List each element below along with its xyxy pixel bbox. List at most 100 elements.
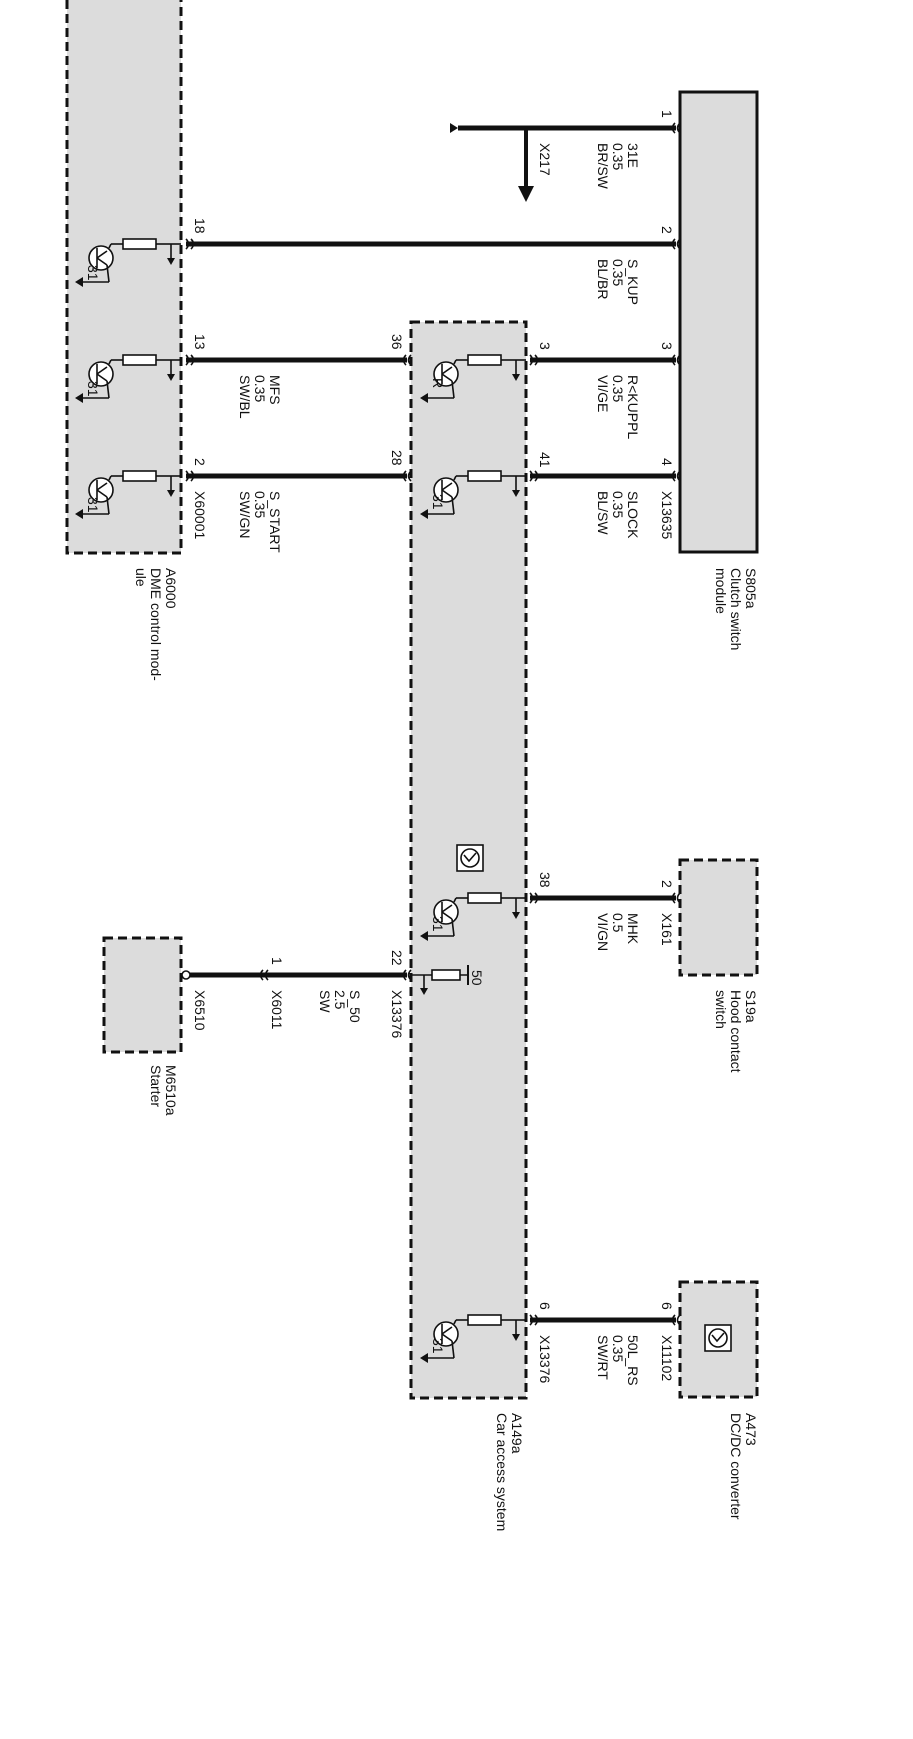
ground-label-cas-3: 31	[430, 916, 446, 932]
pin-cas-41: 41	[537, 452, 553, 468]
wire-label-s-kup-l3: BL/BR	[595, 259, 611, 299]
label-s805a-id: S805a	[743, 568, 759, 609]
wire-label-slock: SLOCK 0.35 BL/SW	[595, 491, 641, 539]
label-a473-id: A473	[743, 1413, 759, 1446]
label-s805a: S805a Clutch switch module	[713, 568, 759, 650]
ground-label-dme-1: 31	[85, 265, 101, 281]
dme-control-module-box	[65, 0, 183, 555]
label-s805a-name2: module	[713, 568, 729, 614]
wire-label-s-50-l3: SW	[317, 990, 333, 1013]
wire-label-s-50-l2: 2.5	[332, 990, 348, 1010]
pin-s805a-2: 2	[659, 226, 675, 234]
starter-terminal	[181, 970, 191, 980]
wire-label-s-start: S_START 0.35 SW/GN	[237, 491, 283, 553]
wire-label-s-kup: S_KUP 0.35 BL/BR	[595, 259, 641, 305]
wire-label-s-start-l1: S_START	[267, 491, 283, 553]
ground-label-dme-3: 31	[85, 497, 101, 513]
pin-cas-36: 36	[389, 334, 405, 350]
label-a473: A473 DC/DC converter	[728, 1413, 759, 1520]
pin-x6011-1: 1	[269, 957, 285, 965]
wire-label-31e-l2: 0.35	[610, 143, 626, 170]
pin-cas-6: 6	[537, 1302, 553, 1310]
pin-s805a-4: 4	[659, 458, 675, 466]
pin-cas-22: 22	[389, 950, 405, 966]
wire-label-slock-l3: BL/SW	[595, 491, 611, 535]
connector-x13376-left: X13376	[389, 990, 405, 1038]
label-a6000-name2: ule	[133, 568, 149, 587]
clutch-switch-module-box	[678, 90, 759, 554]
ground-label-cas-4: 31	[430, 1338, 446, 1354]
wire-label-s-start-l3: SW/GN	[237, 491, 253, 538]
wire-label-50l-rs-l1: 50L_RS	[625, 1335, 641, 1386]
x217-arrow-icon	[518, 186, 534, 202]
wire-label-slock-l1: SLOCK	[625, 491, 641, 539]
label-a6000-id: A6000	[163, 568, 179, 609]
cas-feed-50	[411, 965, 469, 995]
hood-contact-switch-box	[678, 858, 759, 977]
connector-x13635: X13635	[659, 491, 675, 539]
connector-x11102: X11102	[659, 1335, 675, 1381]
connector-x6510: X6510	[192, 990, 208, 1031]
starter-box	[102, 936, 183, 1054]
pin-dme-13: 13	[192, 334, 208, 350]
ground-label-cas-2: 31	[430, 494, 446, 510]
wire-label-s-kup-l2: 0.35	[610, 259, 626, 286]
wire-label-50l-rs: 50L_RS 0.35 SW/RT	[595, 1335, 641, 1386]
ground-label-cas-1: R	[430, 378, 446, 388]
wire-label-mhk-l1: MHK	[625, 913, 641, 945]
wire-label-s-50-l1: S_50	[347, 990, 363, 1023]
label-m6510a: M6510a Starter	[148, 1065, 179, 1116]
wire-label-slock-l2: 0.35	[610, 491, 626, 518]
wire-label-s-50: S_50 2.5 SW	[317, 990, 363, 1023]
wire-label-mfs-l1: MFS	[267, 375, 283, 405]
label-m6510a-id: M6510a	[163, 1065, 179, 1116]
wire-label-r-kuppl-l3: VI/GE	[595, 375, 611, 412]
connector-x217: X217	[537, 143, 553, 176]
label-s19a-name2: switch	[713, 990, 729, 1029]
label-a473-name: DC/DC converter	[728, 1413, 744, 1520]
wire-label-31e: 31E 0.35 BR/SW	[595, 143, 641, 190]
label-a149a-name: Car access system	[494, 1413, 510, 1531]
pin-a473-6: 6	[659, 1302, 675, 1310]
wire-label-mfs: MFS 0.35 SW/BL	[237, 375, 283, 419]
dcdc-module-symbol-icon	[704, 1324, 732, 1352]
wire-label-mfs-l2: 0.35	[252, 375, 268, 402]
wire-label-mfs-l3: SW/BL	[237, 375, 253, 419]
wire-label-mhk-l3: VI/GN	[595, 913, 611, 951]
pin-cas-3: 3	[537, 342, 553, 350]
wire-label-mhk: MHK 0.5 VI/GN	[595, 913, 641, 951]
connector-x161: X161	[659, 913, 675, 946]
pin-cas-38: 38	[537, 872, 553, 888]
wire-label-r-kuppl: R<KUPPL 0.35 VI/GE	[595, 375, 641, 439]
ground-label-dme-2: 31	[85, 381, 101, 397]
pin-s19a-2: 2	[659, 880, 675, 888]
wire-label-s-start-l2: 0.35	[252, 491, 268, 518]
label-a6000: A6000 DME control mod- ule	[133, 568, 179, 681]
connector-x13376-right: X13376	[537, 1335, 553, 1383]
wire-label-r-kuppl-l1: R<KUPPL	[625, 375, 641, 439]
label-a6000-name1: DME control mod-	[148, 568, 164, 681]
pin-cas-28: 28	[389, 450, 405, 466]
label-m6510a-name: Starter	[148, 1065, 164, 1107]
label-s19a-name1: Hood contact	[728, 990, 744, 1073]
label-s19a-id: S19a	[743, 990, 759, 1023]
connector-x60001: X60001	[192, 491, 208, 539]
connector-x6011: X6011	[269, 990, 285, 1030]
wire-label-31e-l3: BR/SW	[595, 143, 611, 190]
wire-label-31e-l1: 31E	[625, 143, 641, 168]
wire-label-r-kuppl-l2: 0.35	[610, 375, 626, 402]
wire-label-50l-rs-l3: SW/RT	[595, 1335, 611, 1380]
wire-label-mhk-l2: 0.5	[610, 913, 626, 933]
pin-s805a-3: 3	[659, 342, 675, 350]
pin-dme-18: 18	[192, 218, 208, 234]
pin-dme-2: 2	[192, 458, 208, 466]
label-a149a-id: A149a	[509, 1413, 525, 1454]
wire-label-s-kup-l1: S_KUP	[625, 259, 641, 305]
label-a149a: A149a Car access system	[494, 1413, 525, 1531]
feed-label-50: 50	[469, 970, 485, 986]
cas-module-symbol-icon	[456, 844, 484, 872]
label-s805a-name1: Clutch switch	[728, 568, 744, 650]
label-s19a: S19a Hood contact switch	[713, 990, 759, 1073]
ground-feed-arrow	[450, 123, 458, 133]
